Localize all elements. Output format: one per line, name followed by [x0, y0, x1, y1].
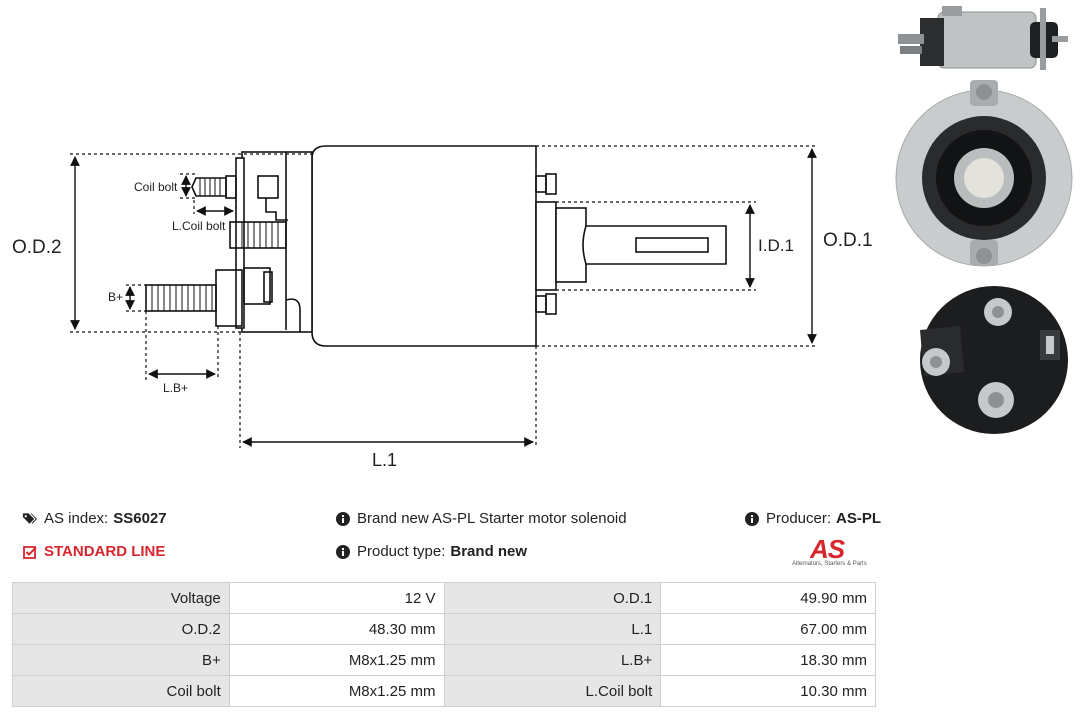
- spec-value: 10.30 mm: [660, 675, 876, 707]
- tags-icon: [22, 511, 37, 526]
- description-text: Brand new AS-PL Starter motor solenoid: [357, 510, 627, 527]
- od2-label: O.D.2: [12, 237, 62, 258]
- solenoid-side-photo: [898, 6, 1068, 70]
- spec-value: 18.30 mm: [660, 644, 876, 676]
- producer-label: Producer:: [766, 510, 832, 527]
- logo-tagline: Alternators, Starters & Parts: [792, 561, 867, 567]
- producer: Producer: AS-PL: [744, 510, 881, 527]
- spec-value: M8x1.25 mm: [228, 675, 445, 707]
- od1-label: O.D.1: [823, 230, 873, 251]
- l1-label: L.1: [372, 450, 397, 470]
- b-plus-label: B+: [108, 290, 123, 304]
- as-index-value: SS6027: [113, 510, 167, 527]
- l-b-plus-label: L.B+: [163, 381, 188, 395]
- technical-drawing: O.D.2 O.D.1 I.D.1 L.1 Coil bolt L.Coil b…: [12, 145, 873, 470]
- coil-bolt-label: Coil bolt: [134, 180, 178, 194]
- table-row: Voltage 12 V O.D.1 49.90 mm: [12, 582, 876, 614]
- info-circle-icon: [744, 511, 759, 526]
- spec-value: 67.00 mm: [660, 613, 876, 645]
- id1-label: I.D.1: [758, 236, 794, 255]
- spec-label: Voltage: [12, 582, 230, 614]
- as-index-label: AS index:: [44, 510, 109, 527]
- solenoid-outline: [145, 145, 727, 347]
- product-type: Product type: Brand new: [335, 543, 527, 560]
- spec-value: M8x1.25 mm: [228, 644, 445, 676]
- spec-value: 49.90 mm: [660, 582, 876, 614]
- l-coil-bolt-label: L.Coil bolt: [172, 219, 226, 233]
- spec-value: 48.30 mm: [228, 613, 445, 645]
- standard-line-badge: STANDARD LINE: [22, 543, 165, 560]
- check-square-icon: [22, 544, 37, 559]
- spec-label: L.Coil bolt: [443, 675, 662, 707]
- spec-value: 12 V: [228, 582, 445, 614]
- spec-label: L.B+: [443, 644, 662, 676]
- description: Brand new AS-PL Starter motor solenoid: [335, 510, 627, 527]
- spec-label: O.D.2: [12, 613, 230, 645]
- as-pl-logo: AS Alternators, Starters & Parts: [790, 534, 880, 570]
- spec-label: O.D.1: [443, 582, 662, 614]
- solenoid-front-photo: [895, 80, 1073, 267]
- product-type-label: Product type:: [357, 543, 446, 560]
- spec-table: Voltage 12 V O.D.1 49.90 mm O.D.2 48.30 …: [12, 582, 876, 707]
- product-type-value: Brand new: [450, 543, 528, 560]
- spec-label: Coil bolt: [12, 675, 230, 707]
- info-circle-icon: [335, 511, 350, 526]
- table-row: B+ M8x1.25 mm L.B+ 18.30 mm: [12, 644, 876, 676]
- spec-label: B+: [12, 644, 230, 676]
- table-row: O.D.2 48.30 mm L.1 67.00 mm: [12, 613, 876, 645]
- table-row: Coil bolt M8x1.25 mm L.Coil bolt 10.30 m…: [12, 675, 876, 707]
- solenoid-rear-photo: [920, 286, 1068, 434]
- producer-value: AS-PL: [836, 510, 882, 527]
- standard-line-text: STANDARD LINE: [44, 543, 166, 560]
- spec-label: L.1: [443, 613, 662, 645]
- logo-mark: AS: [810, 534, 845, 564]
- as-index: AS index: SS6027: [22, 510, 167, 527]
- info-circle-icon: [335, 544, 350, 559]
- product-photos: [895, 6, 1073, 434]
